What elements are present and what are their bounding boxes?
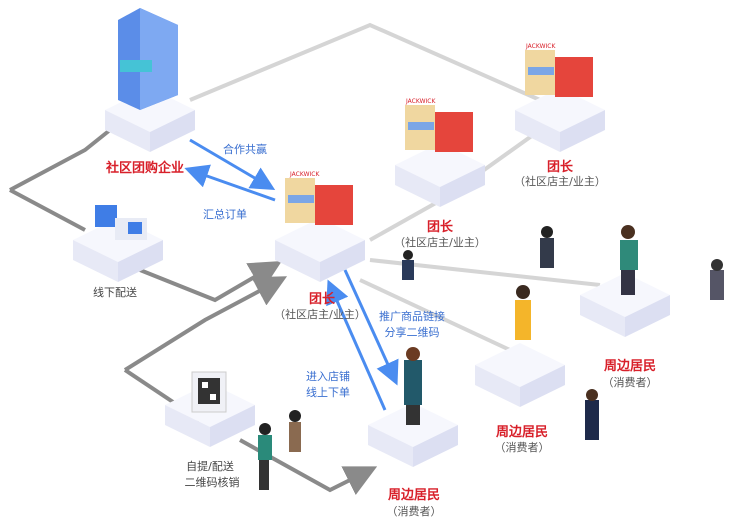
- truck-icon: [95, 205, 147, 240]
- svg-text:JACKWICK: JACKWICK: [525, 43, 556, 50]
- leader-main-sub: （社区店主/业主）: [274, 308, 366, 321]
- resident-2-title: 周边居民: [495, 425, 549, 440]
- qr-code-icon: [191, 371, 227, 413]
- leader-2-sub: （社区店主/业主）: [394, 236, 486, 249]
- delivery-label: 线下配送: [93, 286, 137, 299]
- store-icon-3: JACKWICK: [525, 43, 593, 97]
- leader-3-title: 团长: [546, 160, 574, 175]
- flow-promote-label-2: 分享二维码: [384, 326, 440, 339]
- svg-text:JACKWICK: JACKWICK: [405, 98, 436, 105]
- svg-text:JACKWICK: JACKWICK: [289, 171, 320, 178]
- pickup-label-1: 自提/配送: [186, 460, 234, 473]
- resident-3-title: 周边居民: [387, 488, 441, 503]
- resident-2-sub: （消费者）: [494, 441, 550, 454]
- office-building-icon: [118, 8, 178, 110]
- flow-arrows: [184, 138, 399, 411]
- flow-promote-label-1: 推广商品链接: [379, 310, 445, 323]
- resident-1-sub: （消费者）: [602, 376, 658, 389]
- person-figures: [258, 225, 724, 490]
- resident-3-sub: （消费者）: [386, 505, 442, 518]
- flow-orders-label: 汇总订单: [203, 208, 247, 221]
- leader-2-title: 团长: [426, 220, 454, 235]
- store-icon-2: JACKWICK: [405, 98, 473, 152]
- leader-3-sub: （社区店主/业主）: [514, 175, 606, 188]
- flow-enter-label-1: 进入店铺: [306, 370, 350, 383]
- enterprise-label: 社区团购企业: [105, 161, 185, 176]
- pickup-label-2: 二维码核销: [184, 476, 240, 489]
- store-icon-main: JACKWICK: [285, 171, 353, 225]
- resident-1-title: 周边居民: [603, 359, 657, 374]
- flow-cooperate-label: 合作共赢: [223, 143, 267, 156]
- leader-main-title: 团长: [308, 292, 336, 307]
- flow-enter-label-2: 线上下单: [306, 386, 350, 399]
